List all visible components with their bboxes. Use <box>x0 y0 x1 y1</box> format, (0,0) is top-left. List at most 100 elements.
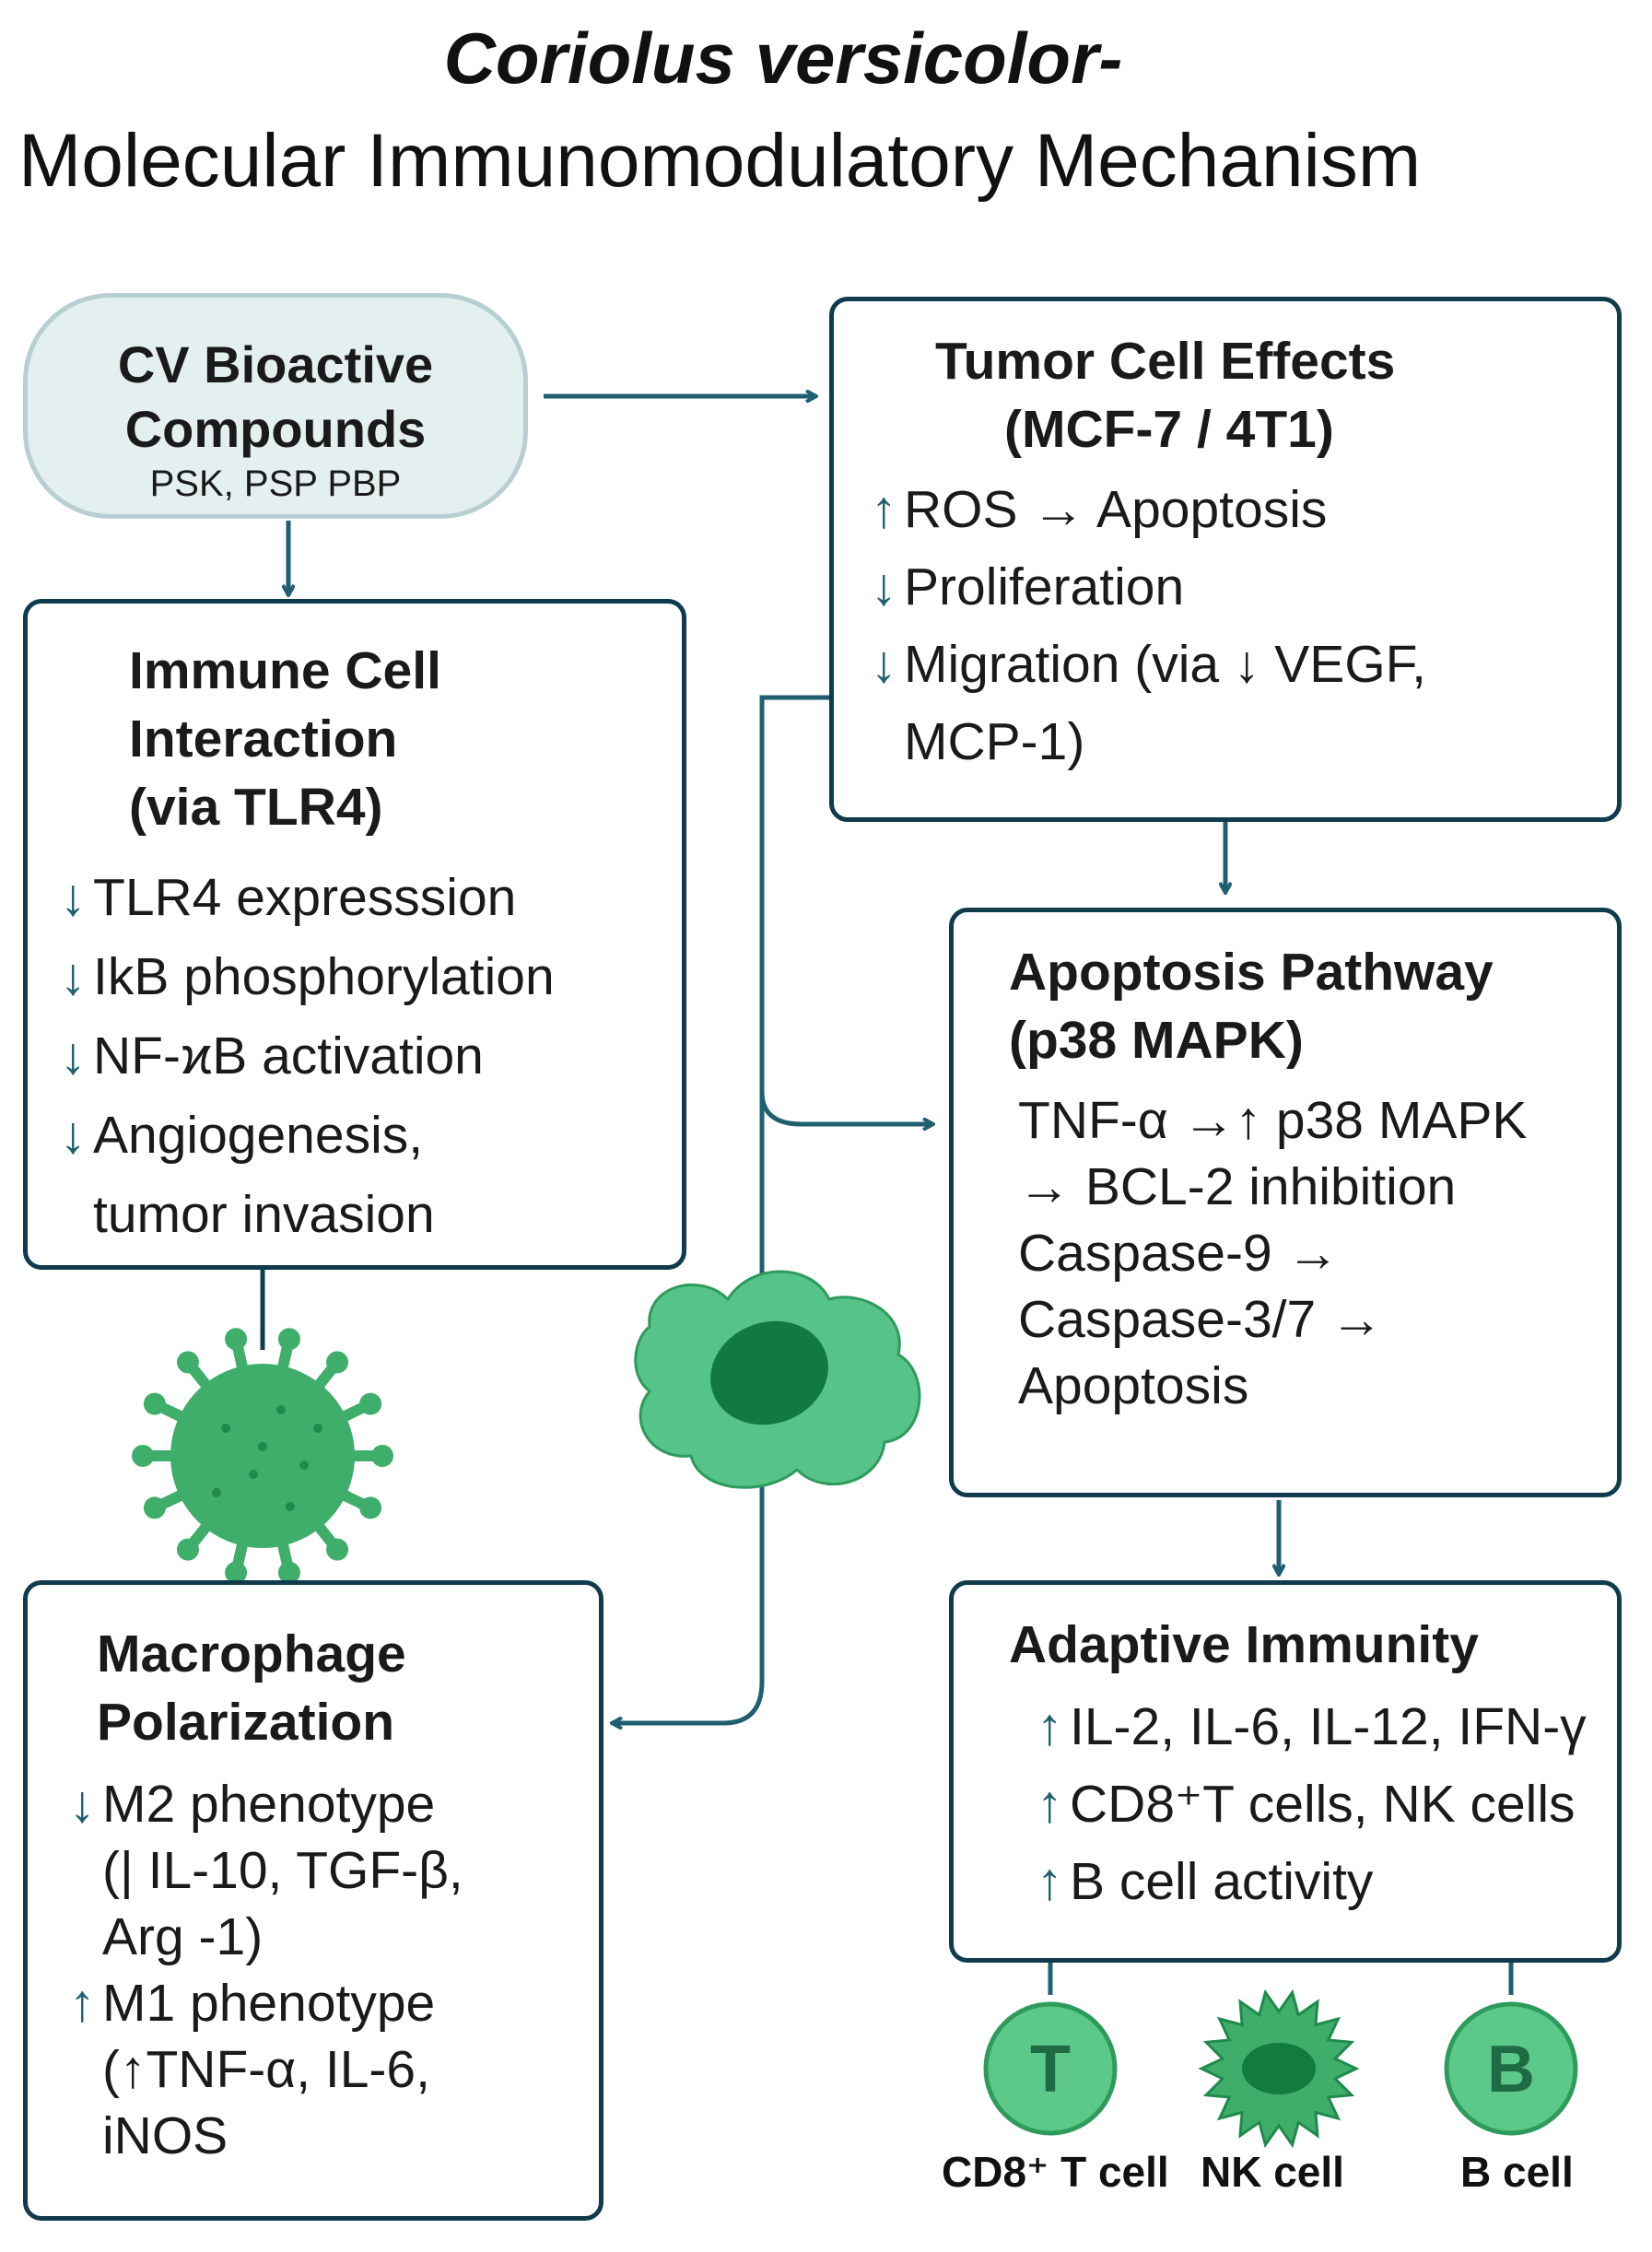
list-item-text: tumor invasion <box>93 1185 435 1244</box>
virus-dot <box>286 1502 295 1511</box>
list-item-text: NF-ϰB activation <box>93 1026 484 1085</box>
list-item-text: IL-2, IL-6, IL-12, IFN-γ <box>1070 1697 1587 1756</box>
list-item: ↓Migration (via ↓ VEGF, <box>871 626 1617 703</box>
bioactive-subtitle: PSK, PSP PBP <box>149 463 402 504</box>
virus-spike-tip <box>143 1496 166 1519</box>
list-item-text: M2 phenotype <box>102 1775 436 1834</box>
virus-dot <box>313 1424 322 1433</box>
list-item: → BCL-2 inhibition <box>1018 1157 1457 1216</box>
trend-arrow-icon: ↑ <box>871 480 897 539</box>
virus-dot <box>258 1442 267 1451</box>
list-item: ↑ROS → Apoptosis <box>871 471 1617 548</box>
list-item: (| IL-10, TGF-β, <box>69 1837 599 1904</box>
list-item: ↓IkB phosphorylation <box>60 937 682 1016</box>
bioactive-title-line-1: CV Bioactive <box>117 335 434 393</box>
macrophage-title-line-1: Macrophage <box>97 1624 406 1683</box>
list-item: tumor invasion <box>60 1175 682 1254</box>
virus-spike-tip <box>359 1392 382 1415</box>
virus-body <box>170 1364 355 1548</box>
virus-spike-tip <box>132 1445 154 1467</box>
list-item-text: TLR4 expresssion <box>93 868 517 927</box>
list-item-text: iNOS <box>102 2106 228 2165</box>
list-item-text: MCP-1) <box>904 712 1085 771</box>
list-item-text: ROS → Apoptosis <box>904 480 1328 539</box>
virus-spike-tip <box>277 1328 300 1351</box>
macrophage-polarization-box: Macrophage Polarization ↓M2 phenotype(| … <box>23 1580 603 2221</box>
list-item: Arg -1) <box>69 1904 599 1970</box>
tumor-effects-list: ↑ROS → Apoptosis↓Proliferation↓Migration… <box>871 471 1617 780</box>
arrow-branch-to-apoptosis <box>759 1091 932 1124</box>
virus-spike-tip <box>371 1445 393 1467</box>
tumor-title-line-2: (MCF-7 / 4T1) <box>1004 400 1334 459</box>
list-item: Caspase-3/7 → <box>1018 1290 1384 1349</box>
list-item: ↓NF-ϰB activation <box>60 1016 682 1096</box>
virus-dot <box>249 1470 258 1479</box>
immune-interaction-box: Immune Cell Interaction (via TLR4) ↓TLR4… <box>23 599 686 1270</box>
virus-spike-tip <box>225 1328 248 1351</box>
macrophage-cell-icon <box>634 1270 921 1489</box>
immune-title-line-1: Immune Cell <box>129 641 441 700</box>
immune-effects-list: ↓TLR4 expresssion↓IkB phosphorylation↓NF… <box>60 858 682 1254</box>
tumor-title-line-1: Tumor Cell Effects <box>935 332 1396 391</box>
macrophage-title-line-2: Polarization <box>97 1693 395 1752</box>
t-cell-letter: T <box>1030 2033 1071 2106</box>
virus-dot <box>299 1460 309 1470</box>
nk-cell-label: NK cell <box>1201 2148 1344 2196</box>
list-item: (↑TNF-α, IL-6, <box>69 2036 599 2103</box>
title-line-2: Molecular Immunomodulatory Mechanism <box>18 119 1422 203</box>
bioactive-title-line-2: Compounds <box>124 400 427 458</box>
list-item: ↑M1 phenotype <box>69 1970 599 2036</box>
bioactive-compounds-box: CV Bioactive Compounds PSK, PSP PBP <box>23 293 528 519</box>
virus-dot <box>221 1424 230 1433</box>
trend-arrow-icon: ↓ <box>871 557 897 616</box>
list-item: ↑IL-2, IL-6, IL-12, IFN-γ <box>1037 1688 1617 1765</box>
list-item-text: M1 phenotype <box>102 1974 436 2033</box>
list-item-text: Angiogenesis, <box>93 1106 424 1165</box>
list-item: Caspase-9 → <box>1018 1224 1340 1283</box>
trend-arrow-icon: ↓ <box>60 868 87 927</box>
apoptosis-pathway-box: Apoptosis Pathway (p38 MAPK) TNF-α →↑ p3… <box>949 908 1622 1497</box>
list-item: Apoptosis <box>1018 1356 1249 1415</box>
trend-arrow-icon: ↓ <box>69 1775 96 1834</box>
adaptive-list: ↑IL-2, IL-6, IL-12, IFN-γ↑CD8⁺T cells, N… <box>1037 1688 1617 1920</box>
title-line-1: Coriolus versicolor- <box>443 18 1123 99</box>
list-item-text: Arg -1) <box>102 1907 264 1966</box>
t-cell-icon: T <box>983 2001 1118 2136</box>
virus-spike-tip <box>176 1538 199 1561</box>
b-cell-icon: B <box>1444 2001 1578 2136</box>
trend-arrow-icon: ↓ <box>60 1026 87 1085</box>
nk-cell-icon <box>1198 1988 1360 2149</box>
list-item-text: (| IL-10, TGF-β, <box>102 1841 463 1900</box>
virus-spike-tip <box>143 1392 166 1415</box>
trend-arrow-icon: ↓ <box>60 947 87 1006</box>
tumor-effects-box: Tumor Cell Effects (MCF-7 / 4T1) ↑ROS → … <box>829 297 1622 822</box>
immune-title-line-3: (via TLR4) <box>129 778 383 837</box>
virus-dot <box>276 1405 286 1414</box>
adaptive-title: Adaptive Immunity <box>1009 1615 1479 1674</box>
trend-arrow-icon: ↓ <box>871 635 897 694</box>
virus-dot <box>212 1488 221 1497</box>
connector-tumor-branch <box>613 695 829 1723</box>
trend-arrow-icon: ↓ <box>60 1106 87 1165</box>
virus-spike-tip <box>176 1351 199 1374</box>
list-item-text: B cell activity <box>1070 1852 1374 1911</box>
t-cell-label: CD8⁺ T cell <box>942 2148 1169 2196</box>
trend-arrow-icon: ↑ <box>69 1974 96 2033</box>
macrophage-lines: ↓M2 phenotype(| IL-10, TGF-β,Arg -1)↑M1 … <box>69 1771 599 2169</box>
b-cell-letter: B <box>1487 2033 1535 2106</box>
virus-icon <box>132 1328 393 1584</box>
adaptive-immunity-box: Adaptive Immunity ↑IL-2, IL-6, IL-12, IF… <box>949 1580 1622 1963</box>
immune-title-line-2: Interaction <box>129 710 398 768</box>
list-item-text: CD8⁺T cells, NK cells <box>1070 1775 1576 1834</box>
virus-spike-tip <box>326 1538 349 1561</box>
list-item-text: (↑TNF-α, IL-6, <box>102 2040 430 2099</box>
list-item: ↑CD8⁺T cells, NK cells <box>1037 1765 1617 1843</box>
b-cell-label: B cell <box>1460 2148 1574 2196</box>
list-item: ↑B cell activity <box>1037 1843 1617 1920</box>
list-item-text: Proliferation <box>904 557 1185 616</box>
nk-cell-nucleus <box>1242 2043 1316 2094</box>
list-item-text: Migration (via ↓ VEGF, <box>904 635 1426 694</box>
list-item: ↓M2 phenotype <box>69 1771 599 1837</box>
